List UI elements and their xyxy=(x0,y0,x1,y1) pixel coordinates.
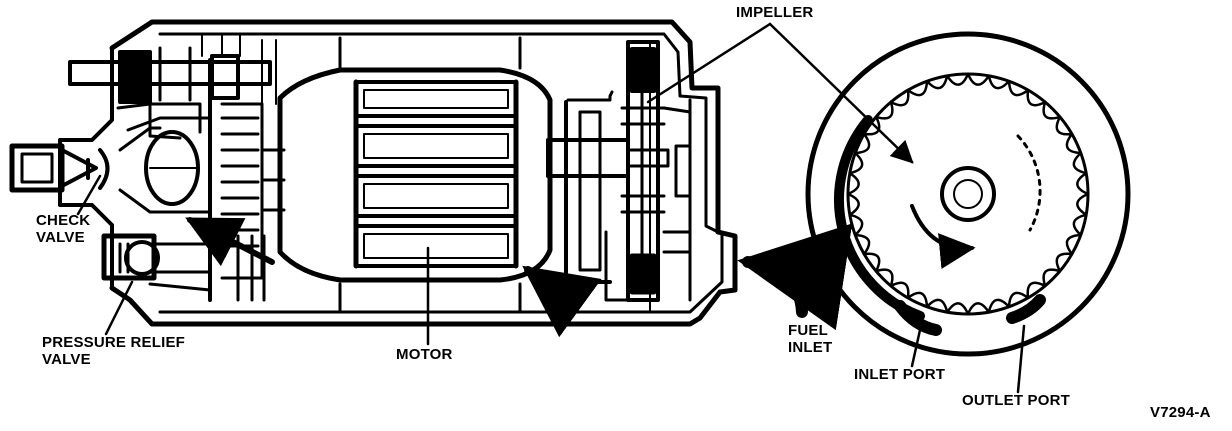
impeller-blade xyxy=(862,115,881,136)
impeller-blades xyxy=(846,72,1090,316)
impeller-blade xyxy=(966,302,991,316)
motor-label: MOTOR xyxy=(396,346,453,363)
impeller-blade xyxy=(966,72,991,86)
inlet-port-label: INLET PORT xyxy=(854,366,946,383)
impeller-blade xyxy=(846,171,860,196)
fuel-inlet-arrow xyxy=(737,223,853,331)
check-valve-label: CHECK VALVE xyxy=(36,212,91,246)
impeller-blade xyxy=(925,298,949,314)
motor xyxy=(262,36,553,314)
impeller-blade xyxy=(853,233,871,256)
impeller-blade xyxy=(1065,233,1083,256)
impeller-blade xyxy=(862,252,881,273)
impeller-blade xyxy=(906,79,929,97)
fuel-inlet-label: FUEL INLET xyxy=(788,322,833,356)
impeller-blade xyxy=(1055,115,1074,136)
impeller-blade xyxy=(1065,132,1083,155)
impeller-blade xyxy=(848,213,864,237)
impeller-blade xyxy=(1007,79,1030,97)
impeller-blade xyxy=(1072,213,1088,237)
outlet-port-label: OUTLET PORT xyxy=(962,392,1071,409)
impeller-blade xyxy=(945,72,970,86)
impeller-blade xyxy=(1076,192,1090,217)
impeller-blade xyxy=(1026,88,1047,107)
outlet-end xyxy=(9,33,277,302)
impeller-blade xyxy=(848,151,864,175)
impeller-blade xyxy=(1072,151,1088,175)
flow-arrows xyxy=(185,217,602,338)
impeller-blade xyxy=(874,100,894,120)
impeller-blade xyxy=(1055,252,1074,273)
impeller-blade xyxy=(874,268,894,288)
impeller-blade xyxy=(846,192,860,217)
impeller-blade xyxy=(889,281,910,300)
impeller-blade xyxy=(987,298,1011,314)
impeller-blade xyxy=(1042,100,1062,120)
impeller-blade xyxy=(987,74,1011,90)
impeller-blade xyxy=(889,88,910,107)
pressure-relief-valve-label: PRESSURE RELIEF VALVE xyxy=(42,334,186,368)
impeller-blade xyxy=(1042,268,1062,288)
impeller-blade xyxy=(1076,171,1090,196)
impeller-blade xyxy=(1007,291,1030,309)
figure-code-label: V7294-A xyxy=(1150,404,1211,421)
impeller-blade xyxy=(925,74,949,90)
impeller-end-view xyxy=(805,31,1131,357)
impeller-blade xyxy=(945,302,970,316)
impeller-label: IMPELLER xyxy=(736,4,814,21)
impeller-blade xyxy=(853,132,871,155)
impeller-blade xyxy=(1026,281,1047,300)
impeller-blade xyxy=(906,291,929,309)
pump-section xyxy=(546,40,692,302)
leader-lines xyxy=(76,22,1026,394)
